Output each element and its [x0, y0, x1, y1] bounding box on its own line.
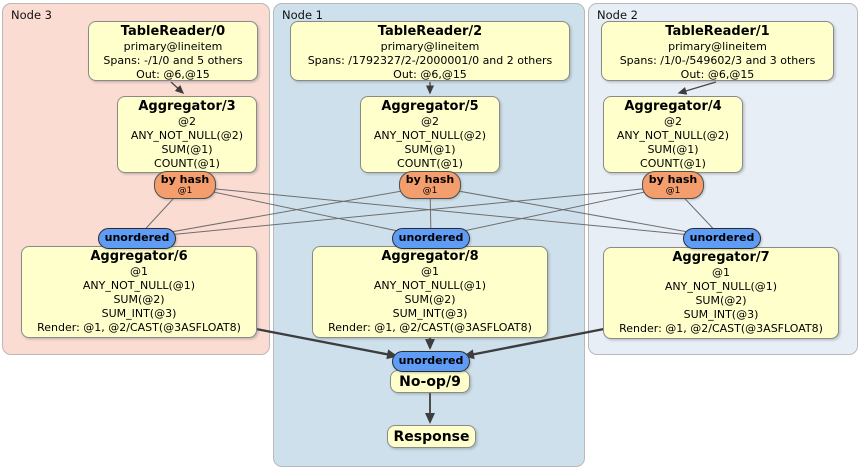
- unordered-sync-label: unordered: [104, 231, 170, 244]
- processor-tablereader-2: TableReader/2 primary@lineitem Spans: /1…: [290, 21, 570, 81]
- processor-detail: SUM(@2): [113, 293, 165, 306]
- processor-detail: @1: [712, 266, 730, 279]
- processor-detail: SUM(@2): [695, 294, 747, 307]
- hash-router-detail: @1: [177, 186, 193, 196]
- processor-detail: SUM(@1): [161, 143, 213, 156]
- processor-detail: SUM(@1): [404, 143, 456, 156]
- hash-router-node1: by hash @1: [399, 171, 461, 199]
- processor-aggregator-3: Aggregator/3 @2 ANY_NOT_NULL(@2) SUM(@1)…: [117, 96, 257, 173]
- processor-detail: primary@lineitem: [668, 40, 767, 53]
- hash-router-detail: @1: [422, 186, 438, 196]
- processor-noop-9: No-op/9: [390, 370, 470, 393]
- processor-aggregator-6: Aggregator/6 @1 ANY_NOT_NULL(@1) SUM(@2)…: [21, 246, 257, 338]
- processor-response: Response: [387, 425, 476, 448]
- processor-tablereader-0: TableReader/0 primary@lineitem Spans: -/…: [88, 21, 258, 81]
- processor-detail: Out: @6,@15: [680, 68, 755, 81]
- unordered-sync-label: unordered: [398, 354, 464, 367]
- processor-detail: @2: [664, 115, 682, 128]
- processor-detail: SUM(@2): [404, 293, 456, 306]
- unordered-sync-label: unordered: [689, 231, 755, 244]
- processor-title: Aggregator/3: [138, 99, 236, 114]
- processor-aggregator-5: Aggregator/5 @2 ANY_NOT_NULL(@2) SUM(@1)…: [360, 96, 500, 173]
- hash-router-label: by hash: [160, 173, 210, 186]
- processor-aggregator-7: Aggregator/7 @1 ANY_NOT_NULL(@1) SUM(@2)…: [603, 247, 839, 339]
- processor-detail: SUM_INT(@3): [392, 307, 468, 320]
- processor-detail: ANY_NOT_NULL(@2): [130, 129, 244, 142]
- processor-detail: COUNT(@1): [397, 157, 463, 170]
- processor-title: Aggregator/6: [90, 249, 188, 264]
- processor-detail: primary@lineitem: [380, 40, 480, 53]
- processor-detail: ANY_NOT_NULL(@1): [664, 280, 778, 293]
- node1-label: Node 1: [282, 8, 323, 22]
- processor-detail: Spans: -/1/0 and 5 others: [103, 54, 243, 67]
- processor-detail: SUM_INT(@3): [101, 307, 177, 320]
- hash-router-label: by hash: [648, 173, 698, 186]
- processor-detail: @2: [421, 115, 439, 128]
- processor-detail: Out: @6,@15: [393, 68, 467, 81]
- processor-detail: Spans: /1/0-/549602/3 and 3 others: [619, 54, 816, 67]
- processor-title: Aggregator/5: [381, 99, 479, 114]
- processor-detail: Render: @1, @2/CAST(@3ASFLOAT8): [619, 322, 823, 335]
- processor-tablereader-1: TableReader/1 primary@lineitem Spans: /1…: [601, 21, 834, 81]
- processor-detail: COUNT(@1): [640, 157, 706, 170]
- processor-title: Response: [393, 429, 470, 445]
- processor-detail: ANY_NOT_NULL(@2): [373, 129, 487, 142]
- processor-detail: ANY_NOT_NULL(@1): [82, 279, 196, 292]
- processor-detail: Spans: /1792327/2-/2000001/0 and 2 other…: [307, 54, 553, 67]
- processor-title: TableReader/2: [377, 24, 483, 39]
- processor-detail: Render: @1, @2/CAST(@3ASFLOAT8): [328, 321, 532, 334]
- processor-detail: @2: [178, 115, 196, 128]
- unordered-sync-node3: unordered: [98, 228, 176, 249]
- unordered-sync-node1: unordered: [392, 228, 470, 249]
- unordered-sync-final: unordered: [392, 351, 470, 372]
- processor-aggregator-8: Aggregator/8 @1 ANY_NOT_NULL(@1) SUM(@2)…: [312, 246, 548, 338]
- processor-aggregator-4: Aggregator/4 @2 ANY_NOT_NULL(@2) SUM(@1)…: [603, 96, 743, 173]
- processor-detail: ANY_NOT_NULL(@1): [373, 279, 487, 292]
- processor-detail: primary@lineitem: [123, 40, 223, 53]
- processor-title: Aggregator/4: [624, 99, 722, 114]
- processor-detail: @1: [130, 265, 148, 278]
- hash-router-detail: @1: [665, 186, 681, 196]
- hash-router-node3: by hash @1: [154, 171, 216, 199]
- processor-title: Aggregator/7: [672, 250, 770, 265]
- node2-label: Node 2: [597, 8, 638, 22]
- node3-label: Node 3: [11, 8, 52, 22]
- processor-title: Aggregator/8: [381, 249, 479, 264]
- processor-detail: ANY_NOT_NULL(@2): [616, 129, 730, 142]
- processor-detail: Render: @1, @2/CAST(@3ASFLOAT8): [37, 321, 241, 334]
- processor-detail: COUNT(@1): [154, 157, 220, 170]
- hash-router-node2: by hash @1: [642, 171, 704, 199]
- processor-title: TableReader/1: [665, 24, 770, 39]
- processor-title: No-op/9: [399, 374, 461, 390]
- processor-detail: Out: @6,@15: [136, 68, 210, 81]
- processor-detail: SUM(@1): [647, 143, 699, 156]
- unordered-sync-label: unordered: [398, 231, 464, 244]
- processor-title: TableReader/0: [120, 24, 226, 39]
- hash-router-label: by hash: [405, 173, 455, 186]
- processor-detail: @1: [421, 265, 439, 278]
- unordered-sync-node2: unordered: [683, 228, 761, 249]
- processor-detail: SUM_INT(@3): [683, 308, 759, 321]
